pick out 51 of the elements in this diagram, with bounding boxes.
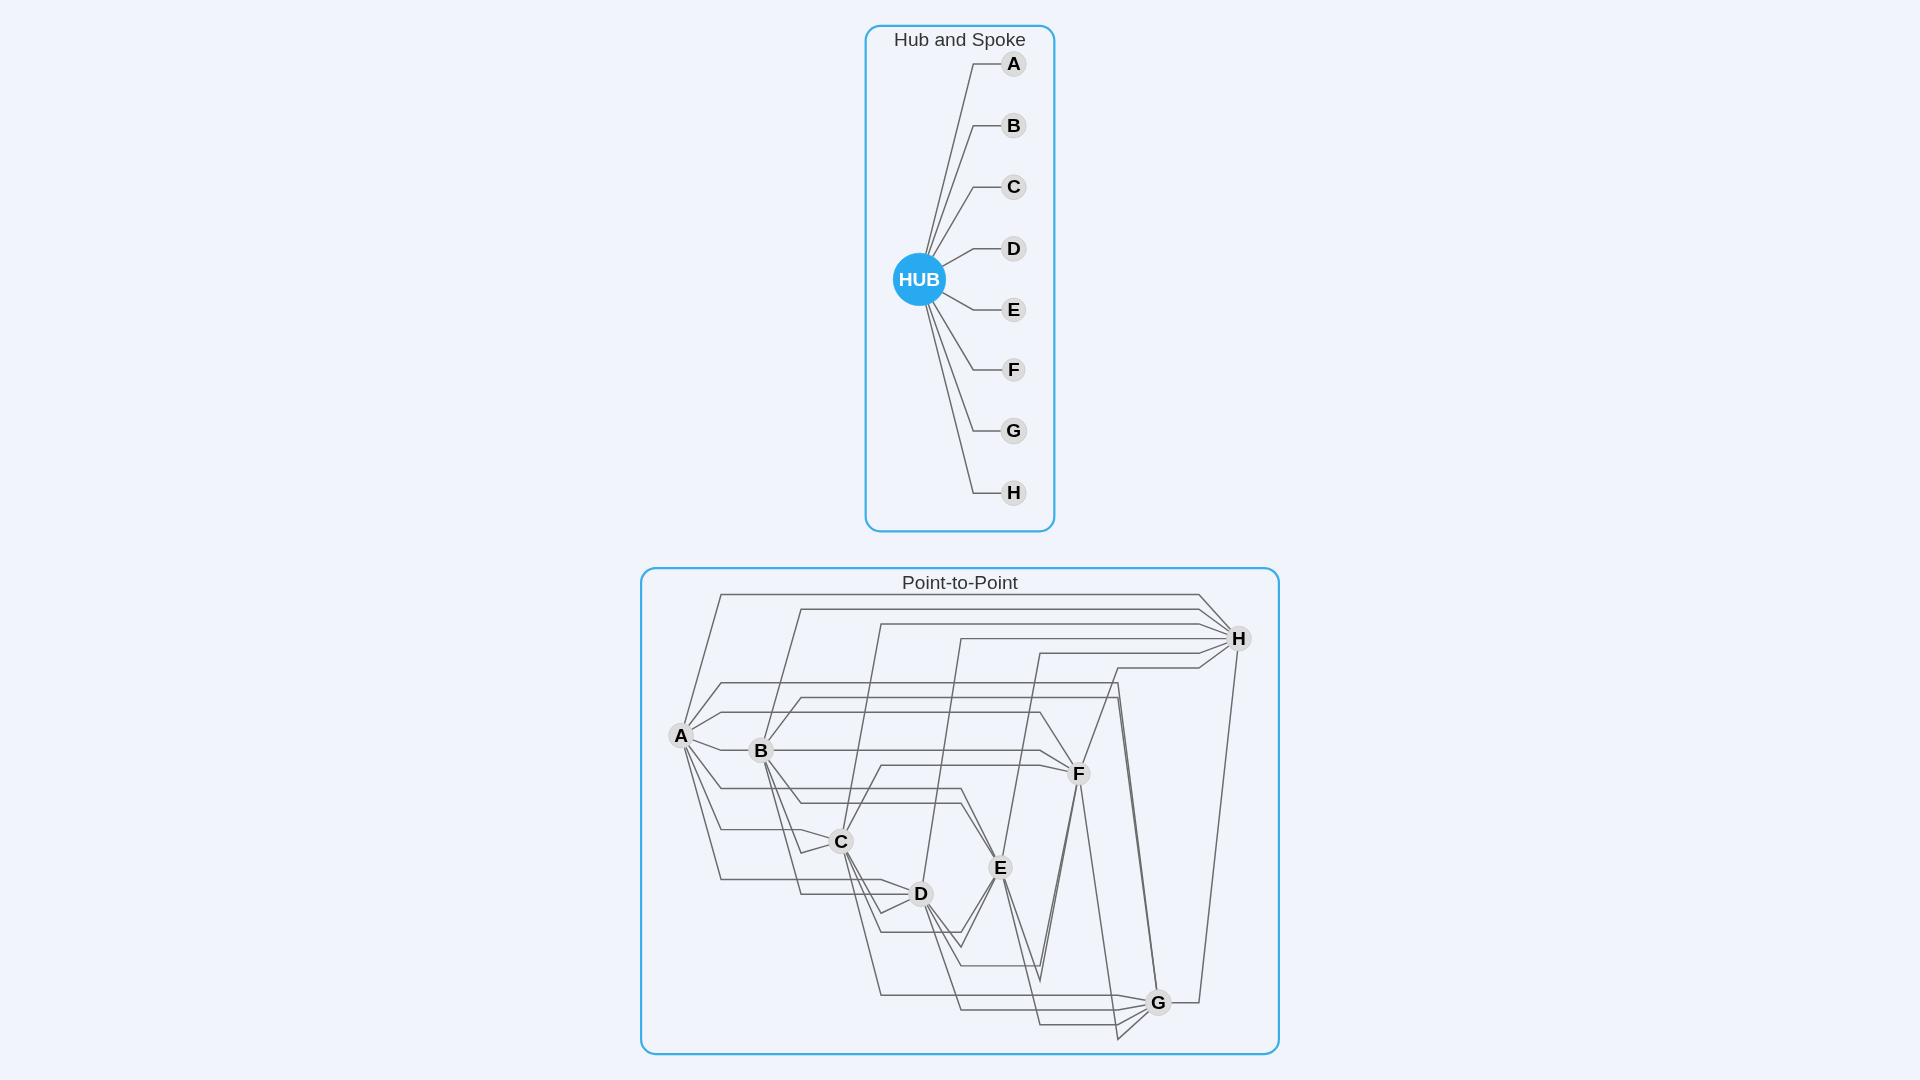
node-circle [1001, 112, 1027, 139]
node-circle [1226, 625, 1252, 652]
connector [763, 608, 1230, 740]
connector [846, 851, 911, 915]
connector [924, 905, 1147, 1011]
node-circle [1000, 417, 1028, 445]
node-circle [1001, 174, 1027, 201]
connector [932, 301, 1004, 371]
node-circle [828, 828, 854, 855]
connector [927, 124, 1003, 256]
connector [687, 682, 1158, 991]
connector [842, 623, 1228, 830]
node-circle [1001, 297, 1027, 323]
node-circle [892, 252, 947, 306]
connector [772, 749, 1070, 769]
node-circle [1001, 236, 1027, 262]
node-circle [1145, 989, 1172, 1016]
connector [941, 291, 1003, 311]
connector [926, 784, 1078, 967]
connector [846, 764, 1069, 832]
connector [685, 746, 830, 839]
node-circle [1067, 762, 1091, 786]
connector [692, 739, 750, 752]
connector [683, 746, 911, 891]
connector [845, 851, 996, 934]
connector [767, 759, 996, 859]
connector [1001, 642, 1228, 857]
connector [1002, 878, 1148, 1026]
connector [941, 248, 1003, 268]
connector [931, 186, 1003, 258]
connector [927, 303, 1002, 432]
node-circle [908, 881, 934, 907]
connector [1079, 784, 1150, 1041]
node-circle [748, 737, 774, 764]
connector [1003, 784, 1078, 984]
connector [767, 696, 1158, 991]
cluster [640, 567, 1280, 1056]
connector [1082, 645, 1230, 764]
connector [763, 761, 910, 895]
connector [764, 761, 830, 854]
node-circle [668, 722, 694, 749]
network-diagram: Hub and Spoke HUB A B C D E F G H Point-to-Point A B C D E F G H [20, 20, 1900, 1060]
connector [925, 304, 1003, 494]
connector [683, 593, 1232, 725]
cluster [864, 24, 1056, 533]
node-circle [988, 855, 1013, 880]
connector [1170, 650, 1239, 1004]
node-circle [1002, 358, 1026, 382]
node-circle [1001, 51, 1027, 77]
node-circle [1001, 480, 1027, 506]
connector [925, 63, 1003, 255]
